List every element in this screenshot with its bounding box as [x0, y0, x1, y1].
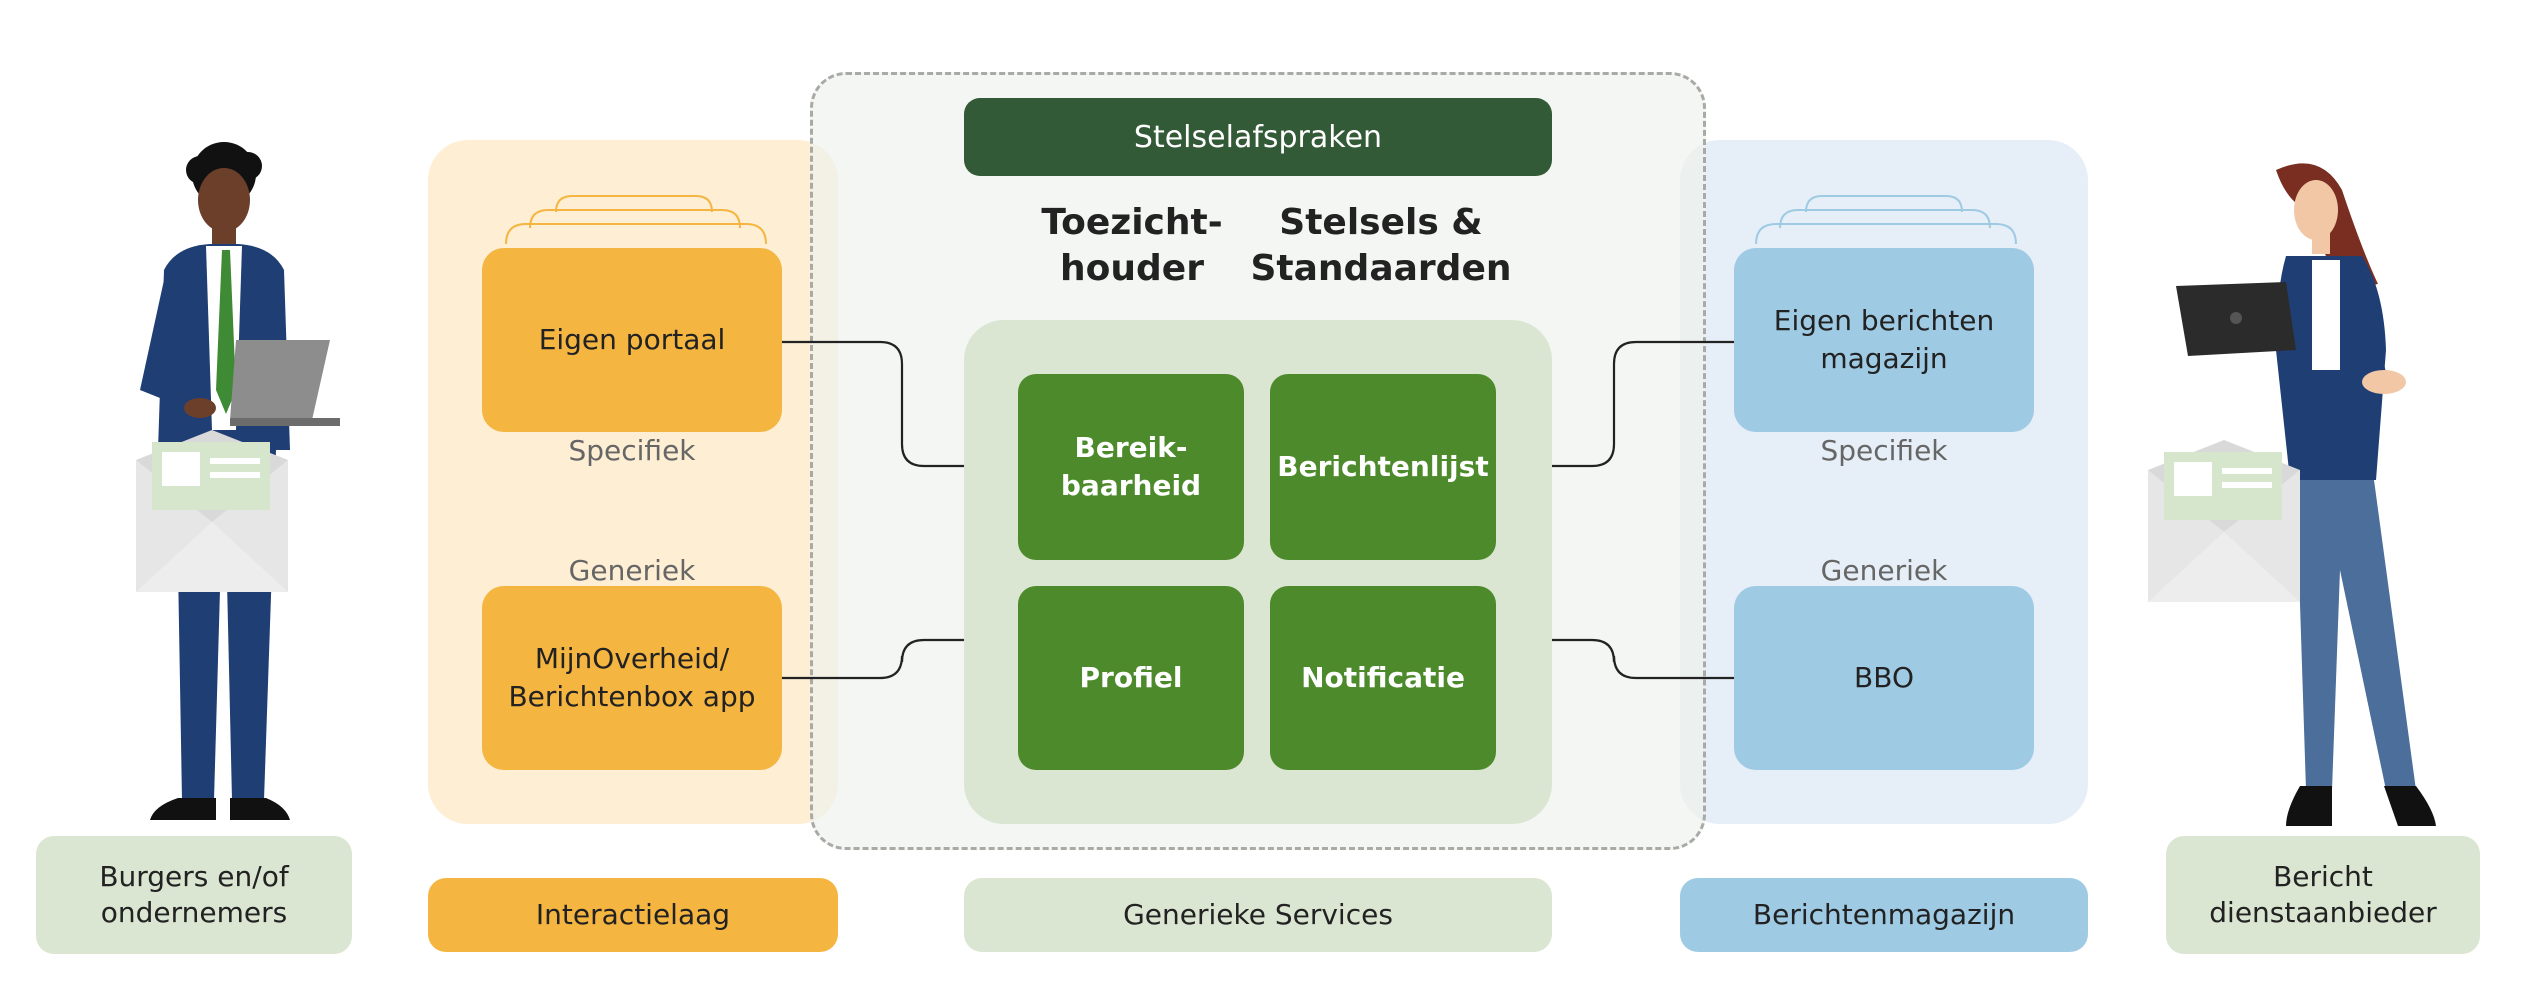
mijnoverheid-box: MijnOverheid/ Berichtenbox app — [482, 586, 782, 770]
legend-bericht-dienstaanbieder: Bericht dienstaanbieder — [2166, 836, 2480, 954]
legend-generieke-services: Generieke Services — [964, 878, 1552, 952]
profiel-service: Profiel — [1018, 586, 1244, 770]
generiek-label-left: Generiek — [568, 553, 696, 587]
person-with-tablet-icon — [2148, 163, 2436, 826]
legend-burgers-ondernemers: Burgers en/of ondernemers — [36, 836, 352, 954]
toezichthouder-heading: Toezicht- houder — [1041, 202, 1223, 289]
berichtenlijst-service: Berichtenlijst — [1270, 374, 1496, 560]
eigen-portaal-box: Eigen portaal — [482, 248, 782, 432]
person-with-laptop-icon — [136, 142, 340, 820]
stelselafspraken-label: Stelselafspraken — [1133, 119, 1383, 155]
legend-interactielaag: Interactielaag — [428, 878, 838, 952]
legend-berichtenmagazijn: Berichtenmagazijn — [1680, 878, 2088, 952]
eigen-berichten-magazijn-box: Eigen berichten magazijn — [1734, 248, 2034, 432]
bbo-box: BBO — [1734, 586, 2034, 770]
bereikbaarheid-service: Bereik- baarheid — [1018, 374, 1244, 560]
generiek-label-right: Generiek — [1820, 553, 1948, 587]
notificatie-service: Notificatie — [1270, 586, 1496, 770]
stelsels-standaarden-heading: Stelsels & Standaarden — [1250, 202, 1512, 289]
specifiek-label-left: Specifiek — [568, 433, 696, 467]
specifiek-label-right: Specifiek — [1820, 433, 1948, 467]
stelselafspraken-bar: Stelselafspraken — [964, 98, 1552, 176]
